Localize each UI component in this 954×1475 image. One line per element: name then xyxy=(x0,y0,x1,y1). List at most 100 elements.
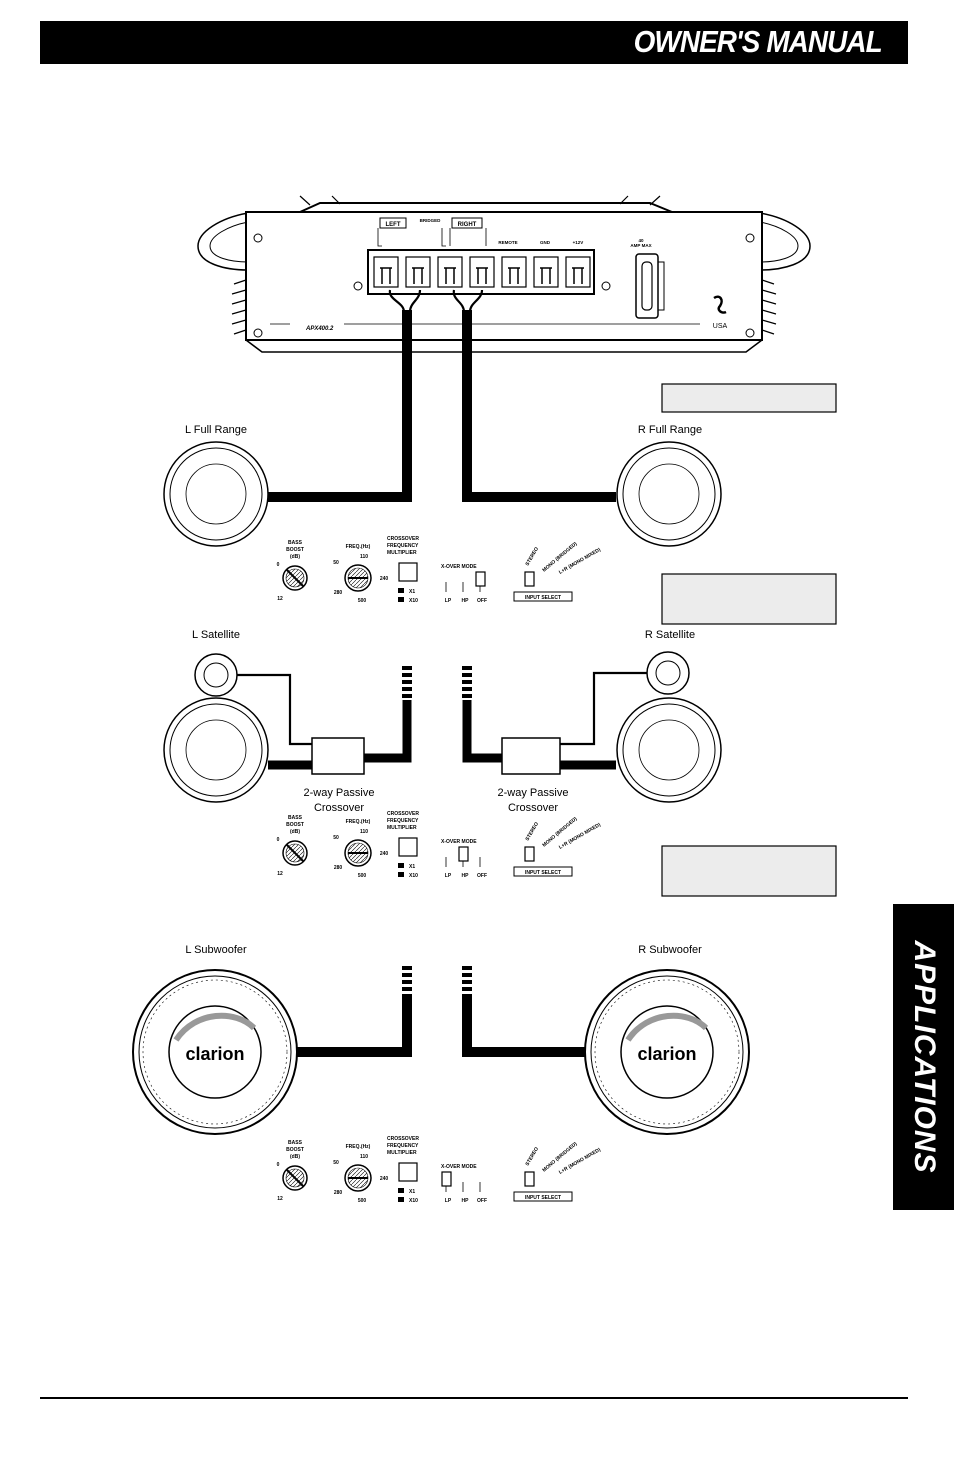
header-title: OWNER'S MANUAL xyxy=(633,24,883,59)
xover-opt-lp: LP xyxy=(445,598,452,604)
xover-mode-switch[interactable] xyxy=(441,1171,452,1187)
bass-max: 12 xyxy=(277,871,283,877)
crossover-mult-label: CROSSOVER xyxy=(387,1136,419,1142)
panel-satellite: BASSBOOST(dB)012FREQ.(Hz)50110240280500C… xyxy=(277,811,602,879)
r-satellite-woofer xyxy=(616,697,722,803)
terminal-screws xyxy=(373,256,591,288)
r-passive-crossover xyxy=(501,737,561,775)
r-tweeter xyxy=(646,651,690,695)
crossover-mult-label: FREQUENCY xyxy=(387,543,419,549)
multiplier-x1: X1 xyxy=(409,864,415,870)
r-full-range-label: R Full Range xyxy=(638,424,702,436)
crossover-mult-label: CROSSOVER xyxy=(387,536,419,542)
xover-opt-hp: HP xyxy=(462,598,470,604)
xover-mode-switch[interactable] xyxy=(475,571,486,587)
l-crossover-label-2: Crossover xyxy=(314,802,364,814)
crossover-mult-label: FREQUENCY xyxy=(387,1143,419,1149)
multiplier-x10: X10 xyxy=(409,1198,418,1204)
r-sub-broken-wire xyxy=(462,966,472,998)
xover-mode-switch[interactable] xyxy=(458,846,469,862)
amp-fins xyxy=(231,195,777,335)
r-subwoofer: clarion xyxy=(584,969,750,1135)
amp-terminal-12v: +12V xyxy=(573,240,584,245)
freq-tick-110: 110 xyxy=(360,554,368,560)
multiplier-x1: X1 xyxy=(409,589,415,595)
section-subwoofer: L Subwoofer R Subwoofer clarion clarion xyxy=(132,944,750,1135)
freq-tick-280: 280 xyxy=(334,1190,343,1196)
multiplier-x10: X10 xyxy=(409,598,418,604)
input-select-switch[interactable] xyxy=(524,846,535,862)
xover-mode-label: X-OVER MODE xyxy=(441,1164,477,1170)
multiplier-button[interactable] xyxy=(398,837,418,857)
multiplier-button[interactable] xyxy=(398,1162,418,1182)
xover-opt-hp: HP xyxy=(462,1198,470,1204)
amp-bridged-label: BRIDGED xyxy=(420,218,442,223)
bass-boost-label: BASS xyxy=(288,540,303,546)
multiplier-x1: X1 xyxy=(409,1189,415,1195)
r-subwoofer-brand: clarion xyxy=(637,1044,696,1064)
amp-left-wing xyxy=(197,212,249,271)
bass-boost-label: (dB) xyxy=(290,829,300,835)
amp-terminal-gnd: GND xyxy=(540,240,551,245)
bass-boost-label: BOOST xyxy=(286,547,304,553)
l-satellite-woofer xyxy=(163,697,269,803)
input-select-switch[interactable] xyxy=(524,571,535,587)
freq-label: FREQ.(Hz) xyxy=(346,819,371,825)
bass-boost-label: BASS xyxy=(288,1140,303,1146)
freq-tick-110: 110 xyxy=(360,1154,368,1160)
footer-rule xyxy=(40,1397,908,1399)
l-subwoofer: clarion xyxy=(132,969,298,1135)
bass-min: 0 xyxy=(277,562,280,568)
freq-tick-240: 240 xyxy=(380,851,389,857)
l-sub-broken-wire xyxy=(402,966,412,998)
freq-tick-280: 280 xyxy=(334,865,343,871)
side-tab: APPLICATIONS xyxy=(893,904,954,1210)
freq-tick-50: 50 xyxy=(333,835,339,841)
freq-label: FREQ.(Hz) xyxy=(346,1144,371,1150)
l-broken-wire xyxy=(402,666,412,698)
bass-boost-label: BOOST xyxy=(286,1147,304,1153)
freq-tick-500: 500 xyxy=(358,1198,367,1204)
xover-opt-hp: HP xyxy=(462,873,470,879)
multiplier-x10: X10 xyxy=(409,873,418,879)
l-crossover-label-1: 2-way Passive xyxy=(304,787,375,799)
r-crossover-label-2: Crossover xyxy=(508,802,558,814)
amp-left-label: LEFT xyxy=(386,222,401,228)
amp-right-wing xyxy=(759,212,811,271)
xover-opt-off: OFF xyxy=(477,873,487,879)
multiplier-button[interactable] xyxy=(398,562,418,582)
xover-opt-lp: LP xyxy=(445,1198,452,1204)
l-subwoofer-brand: clarion xyxy=(185,1044,244,1064)
input-opt-stereo: STEREO xyxy=(525,821,541,842)
bass-boost-label: BOOST xyxy=(286,822,304,828)
freq-tick-50: 50 xyxy=(333,560,339,566)
amp-model: APX400.2 xyxy=(305,326,334,332)
amp-usa: USA xyxy=(713,323,728,330)
section-satellite: L Satellite R Satellite xyxy=(163,629,722,814)
input-select-switch[interactable] xyxy=(524,1171,535,1187)
crossover-mult-label: CROSSOVER xyxy=(387,811,419,817)
input-select-label: INPUT SELECT xyxy=(525,870,561,876)
input-select-label: INPUT SELECT xyxy=(525,595,561,601)
freq-tick-50: 50 xyxy=(333,1160,339,1166)
l-subwoofer-label: L Subwoofer xyxy=(185,944,247,956)
l-tweeter xyxy=(194,653,238,697)
freq-label: FREQ.(Hz) xyxy=(346,544,371,550)
freq-tick-240: 240 xyxy=(380,1176,389,1182)
panel-subwoofer: BASSBOOST(dB)012FREQ.(Hz)50110240280500C… xyxy=(277,1136,602,1204)
freq-tick-110: 110 xyxy=(360,829,368,835)
label-box-3 xyxy=(661,845,837,897)
bass-min: 0 xyxy=(277,837,280,843)
l-satellite-label: L Satellite xyxy=(192,629,240,641)
crossover-mult-label: MULTIPLIER xyxy=(387,550,417,556)
amp-terminal-remote: REMOTE xyxy=(498,240,517,245)
xover-opt-lp: LP xyxy=(445,873,452,879)
bass-boost-label: BASS xyxy=(288,815,303,821)
r-satellite-label: R Satellite xyxy=(645,629,695,641)
l-full-range-speaker xyxy=(163,441,269,547)
xover-mode-label: X-OVER MODE xyxy=(441,564,477,570)
input-select-label: INPUT SELECT xyxy=(525,1195,561,1201)
